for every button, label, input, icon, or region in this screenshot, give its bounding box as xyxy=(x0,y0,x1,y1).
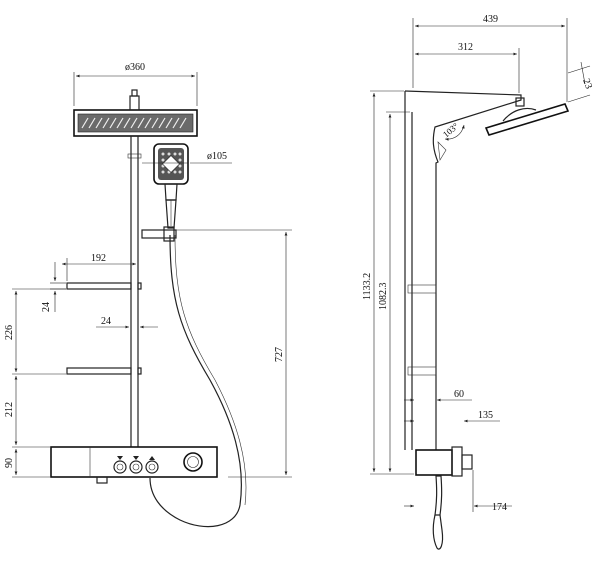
hand-shower xyxy=(153,143,189,229)
shelves xyxy=(66,282,142,375)
dim-total-height: 1133.2 xyxy=(362,273,373,300)
dim-head-thickness: 23 xyxy=(580,77,594,90)
side-shower-head xyxy=(484,97,570,136)
side-view: 439 312 23 103° 1133.2 1082.3 60 135 174 xyxy=(362,14,594,550)
dim-handshower-diameter: ø105 xyxy=(207,151,227,162)
dim-knob-depth: 135 xyxy=(478,410,493,421)
rain-shower-head xyxy=(73,89,198,137)
dim-overall-depth: 439 xyxy=(483,14,498,25)
dim-shelf-to-box: 212 xyxy=(4,402,15,417)
dim-arm-reach: 312 xyxy=(458,42,473,53)
side-column xyxy=(404,90,522,450)
dim-box-height: 90 xyxy=(4,458,15,468)
dim-hand-depth: 174 xyxy=(492,502,507,513)
control-box xyxy=(50,446,218,484)
dim-head-width: ø360 xyxy=(125,62,145,73)
dim-head-angle: 103° xyxy=(441,121,461,140)
shower-hose xyxy=(149,234,247,528)
dim-pipe-width: 24 xyxy=(101,316,111,327)
dim-column-height: 1082.3 xyxy=(378,283,389,311)
side-control-box xyxy=(415,446,473,550)
dim-shelf-gap: 226 xyxy=(4,325,15,340)
dim-hose-height: 727 xyxy=(274,347,285,362)
side-dimension-lines xyxy=(370,18,591,512)
riser-pipe xyxy=(127,136,177,447)
dim-shelf-length: 192 xyxy=(91,253,106,264)
dim-box-depth: 60 xyxy=(454,389,464,400)
front-view: ø360 ø105 192 24 24 226 212 90 727 xyxy=(4,62,292,528)
front-dimension-lines xyxy=(12,72,292,478)
dim-shelf-thickness: 24 xyxy=(41,302,52,312)
